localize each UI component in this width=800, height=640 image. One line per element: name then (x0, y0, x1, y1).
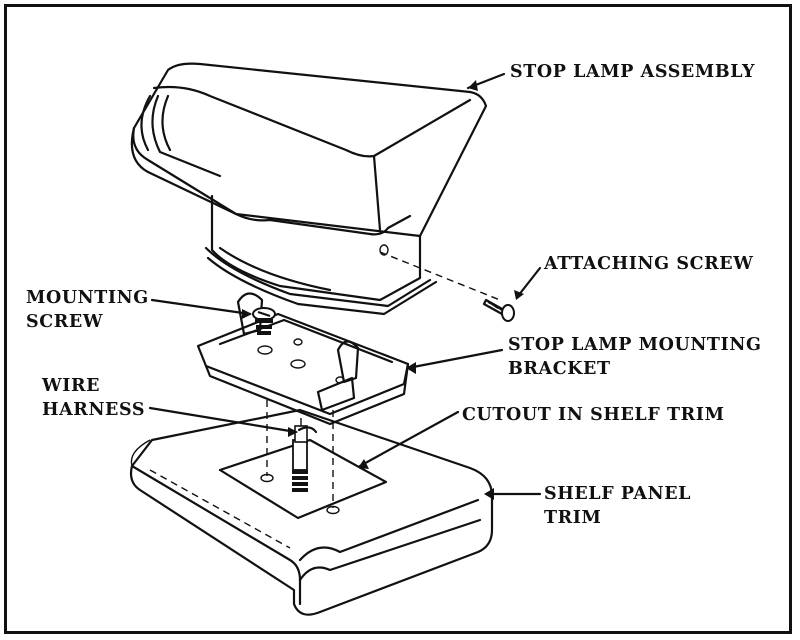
label-attaching-screw: ATTACHING SCREW (544, 254, 754, 274)
label-shelf-panel-line2: TRIM (544, 508, 602, 528)
attaching-screw (482, 298, 515, 322)
label-wire-harness-line2: HARNESS (42, 400, 146, 420)
wire-harness-connector (292, 418, 318, 492)
label-mounting-bracket-line2: BRACKET (508, 359, 611, 379)
label-stop-lamp-assembly: STOP LAMP ASSEMBLY (510, 62, 756, 82)
label-mounting-bracket-line1: STOP LAMP MOUNTING (508, 335, 762, 355)
mounting-screw (252, 307, 276, 335)
label-cutout-in-shelf-trim: CUTOUT IN SHELF TRIM (462, 405, 725, 425)
label-wire-harness-line1: WIRE (42, 376, 101, 396)
stop-lamp-mounting-bracket (196, 292, 410, 426)
shelf-panel-trim (129, 408, 494, 616)
leader-lines (148, 72, 542, 500)
label-shelf-panel-line1: SHELF PANEL (544, 484, 692, 504)
alignment-lines (266, 251, 501, 508)
stop-lamp-assembly (130, 62, 488, 316)
label-mounting-screw-line1: MOUNTING (26, 288, 149, 308)
label-mounting-screw-line2: SCREW (26, 312, 104, 332)
